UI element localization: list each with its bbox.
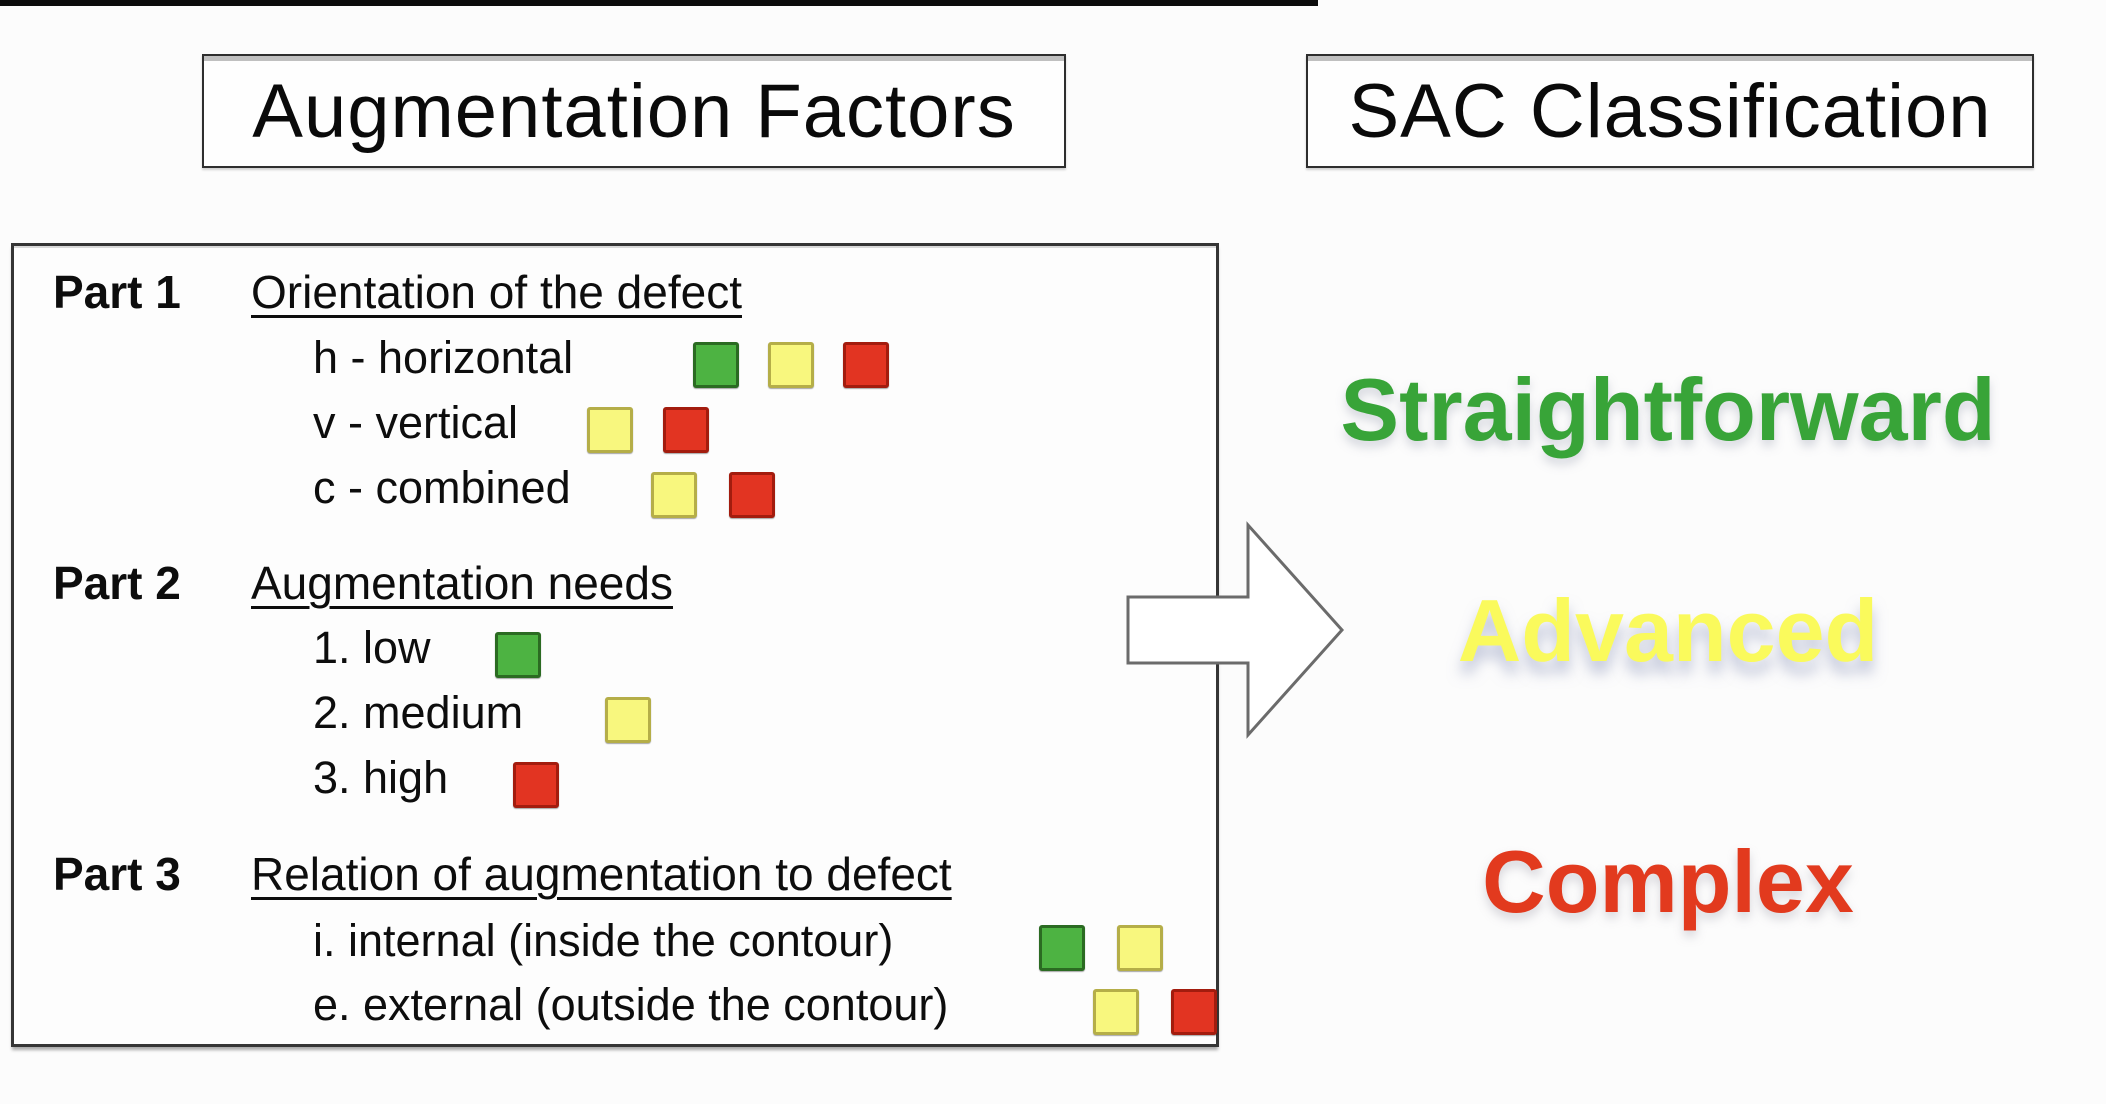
sac-classification-title: SAC Classification	[1306, 54, 2034, 168]
part-heading: Relation of augmentation to defect	[251, 848, 952, 900]
factor-row: 2. medium	[313, 687, 524, 738]
severity-square-yellow	[587, 407, 633, 453]
severity-square-green	[693, 342, 739, 388]
severity-square-yellow	[768, 342, 814, 388]
severity-square-red	[843, 342, 889, 388]
augmentation-factors-title: Augmentation Factors	[202, 54, 1066, 168]
classification-advanced: Advanced	[1457, 581, 1879, 680]
severity-square-green	[1039, 925, 1085, 971]
factor-row: e. external (outside the contour)	[313, 979, 949, 1030]
part-label: Part 3	[53, 848, 181, 900]
severity-square-green	[495, 632, 541, 678]
factor-row: h - horizontal	[313, 332, 574, 383]
factor-row: 1. low	[313, 622, 431, 673]
factor-row: c - combined	[313, 462, 571, 513]
severity-square-red	[513, 762, 559, 808]
factor-row: 3. high	[313, 752, 449, 803]
factor-row: i. internal (inside the contour)	[313, 915, 894, 966]
severity-square-yellow	[1093, 989, 1139, 1035]
part-heading: Augmentation needs	[251, 557, 673, 609]
part-label: Part 2	[53, 557, 181, 609]
severity-square-red	[1171, 989, 1217, 1035]
severity-square-red	[729, 472, 775, 518]
severity-square-red	[663, 407, 709, 453]
factor-row: v - vertical	[313, 397, 519, 448]
part-heading: Orientation of the defect	[251, 266, 742, 318]
augmentation-factors-panel: Part 1 Orientation of the defect h - horiz…	[11, 243, 1219, 1047]
classification-complex: Complex	[1482, 832, 1854, 931]
top-edge-strip	[0, 0, 1318, 6]
right-arrow-icon	[1126, 521, 1345, 739]
classification-straightforward: Straightforward	[1340, 360, 1996, 459]
severity-square-yellow	[1117, 925, 1163, 971]
severity-square-yellow	[651, 472, 697, 518]
severity-square-yellow	[605, 697, 651, 743]
part-label: Part 1	[53, 266, 181, 318]
